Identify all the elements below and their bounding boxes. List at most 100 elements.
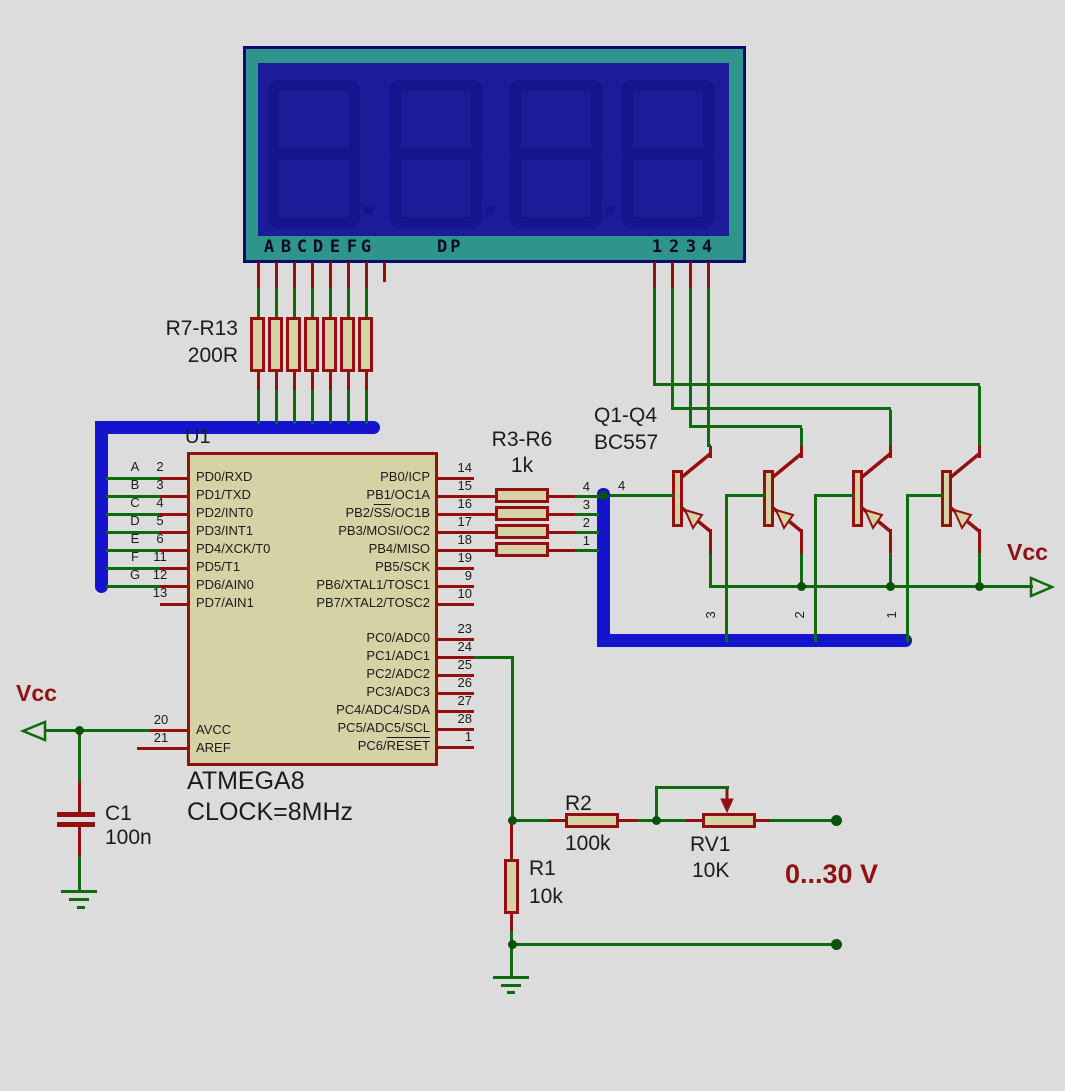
pin-stub (889, 529, 892, 555)
c1-ref: C1 (105, 802, 132, 825)
potentiometer-rv1-body[interactable] (702, 813, 756, 828)
wire (347, 390, 350, 424)
pin-number: 14 (457, 460, 472, 475)
transistor-lead (771, 452, 803, 479)
transistor-base-bar[interactable] (852, 470, 863, 527)
segment-bus-vertical[interactable] (95, 421, 108, 593)
pin-stub (617, 819, 639, 822)
resistor-r3-r6[interactable] (495, 524, 549, 539)
display-segment-pin (275, 262, 278, 290)
wire (907, 494, 943, 497)
resistor-r2-body[interactable] (565, 813, 619, 828)
transistors-part: BC557 (594, 431, 659, 454)
capacitor-c1-plate-bottom[interactable] (57, 822, 95, 827)
r1-ref: R1 (529, 857, 556, 880)
pin-name: PC1/ADC1 (366, 648, 430, 663)
resistor-r3-r6[interactable] (495, 488, 549, 503)
pin-number: 12 (152, 567, 168, 582)
wire (311, 288, 314, 319)
net-label: D (130, 513, 140, 528)
pin-number: 1 (464, 729, 472, 744)
display-segment-pin (311, 262, 314, 290)
junction-dot (975, 582, 984, 591)
display-segment-label: E (329, 237, 341, 257)
pin-stub (709, 446, 712, 458)
resistor-r7-r13[interactable] (340, 317, 355, 372)
net-label: C (130, 495, 140, 510)
q1-base-wire-label: 4 (618, 478, 626, 493)
wire (507, 991, 515, 994)
digit-bus-vertical[interactable] (597, 488, 610, 647)
display-segment-label: B (280, 237, 292, 257)
mcu-pin (160, 549, 188, 552)
wire (365, 390, 368, 424)
input-terminal (831, 815, 842, 826)
pin-number: 19 (457, 550, 472, 565)
pin-number: 28 (457, 711, 472, 726)
transistor-base-bar[interactable] (941, 470, 952, 527)
pin-number: 13 (152, 585, 168, 600)
pin-name: PD6/AIN0 (196, 577, 254, 592)
wire (69, 898, 89, 901)
resistor-r1-body[interactable] (504, 859, 519, 914)
pin-number: 16 (457, 496, 472, 511)
mcu-ref: U1 (185, 426, 211, 448)
r2-value: 100k (565, 832, 611, 855)
resistor-r7-r13[interactable] (286, 317, 301, 372)
pin-name: PC5/ADC5/SCL (337, 720, 430, 735)
wire (637, 819, 658, 822)
display-digit-label: 4 (701, 237, 713, 257)
resistor-r7-r13[interactable] (304, 317, 319, 372)
transistor-lead (949, 506, 981, 533)
mcu-pin (438, 692, 474, 695)
display-digit-label: 3 (685, 237, 697, 257)
net-label: B (130, 477, 140, 492)
resistor-r3-r6[interactable] (495, 542, 549, 557)
pin-stub (547, 549, 577, 552)
mcu-body[interactable] (187, 452, 438, 766)
resistor-r7-r13[interactable] (268, 317, 283, 372)
wire (671, 288, 674, 410)
wire (46, 729, 152, 732)
transistor-base-bar[interactable] (763, 470, 774, 527)
c1-value: 100n (105, 826, 152, 849)
pin-stub (686, 819, 702, 822)
display-ghost-digit (510, 80, 602, 228)
mcu-pin (438, 638, 474, 641)
mcu-pin (438, 603, 474, 606)
pin-number: 20 (153, 712, 169, 727)
resistor-r7-r13[interactable] (358, 317, 373, 372)
pin-name: AREF (196, 740, 231, 755)
capacitor-c1-plate-top[interactable] (57, 812, 95, 817)
transistors-ref: Q1-Q4 (594, 404, 658, 427)
pin-name: PB3/MOSI/OC2 (338, 523, 430, 538)
wire (575, 513, 599, 516)
pnp-emitter-arrow (952, 508, 973, 531)
wire (61, 890, 97, 893)
mcu-pin (160, 477, 188, 480)
wire (610, 494, 674, 497)
transistor-lead (771, 506, 803, 533)
junction-dot (886, 582, 895, 591)
digit-bus-horizontal[interactable] (597, 634, 912, 647)
pin-number: 2 (156, 459, 164, 474)
segment-bus-horizontal[interactable] (95, 421, 380, 434)
driver-resistors-value: 1k (510, 454, 534, 477)
resistor-r7-r13[interactable] (250, 317, 265, 372)
pin-stub (347, 370, 350, 392)
transistor-lead (949, 452, 981, 479)
wire (275, 390, 278, 424)
wire (311, 390, 314, 424)
wire (329, 288, 332, 319)
resistor-r7-r13[interactable] (322, 317, 337, 372)
pin-name: PC3/ADC3 (366, 684, 430, 699)
pin-name: PD4/XCK/T0 (196, 541, 271, 556)
wire (501, 984, 521, 987)
display-segment-pin (329, 262, 332, 290)
pin-stub (275, 370, 278, 392)
resistor-r3-r6[interactable] (495, 506, 549, 521)
pin-name: PD7/AIN1 (196, 595, 254, 610)
pin-name: PD3/INT1 (196, 523, 254, 538)
transistor-base-bar[interactable] (672, 470, 683, 527)
